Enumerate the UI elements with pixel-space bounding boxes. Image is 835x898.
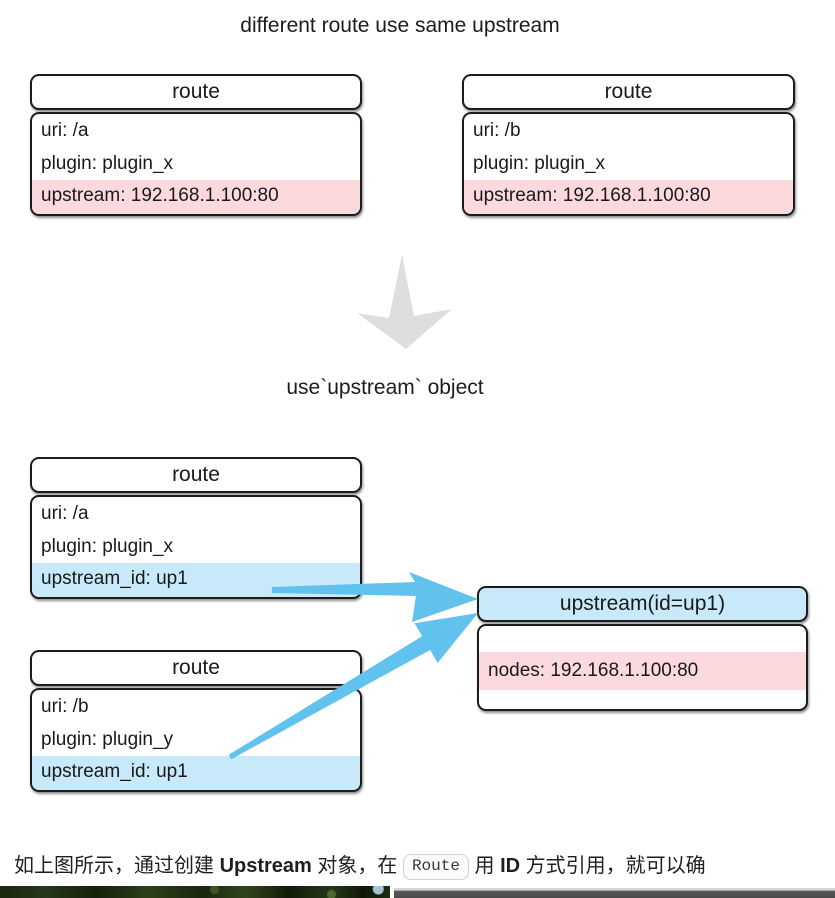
route-box-bottom-lower-title: route	[30, 650, 362, 686]
route-row-plugin: plugin: plugin_y	[41, 729, 174, 750]
route-row-uri: uri: /a	[41, 120, 89, 141]
route-box-top-left: route uri: /a plugin: plugin_x upstream:…	[30, 74, 362, 216]
route-box-top-left-body: uri: /a plugin: plugin_x upstream: 192.1…	[30, 112, 362, 216]
route-box-top-left-title: route	[30, 74, 362, 110]
upstream-box: upstream(id=up1) nodes: 192.168.1.100:80	[477, 586, 808, 711]
route-row-upstream-id: upstream_id: up1	[32, 756, 360, 790]
diagram-caption-middle: use`upstream` object	[286, 376, 484, 399]
route-box-bottom-upper-title: route	[30, 457, 362, 493]
route-box-top-right-title: route	[462, 74, 795, 110]
upstream-box-body: nodes: 192.168.1.100:80	[477, 624, 808, 711]
route-row-uri: uri: /a	[41, 503, 89, 524]
route-box-bottom-lower-body: uri: /b plugin: plugin_y upstream_id: up…	[30, 688, 362, 792]
paragraph-text: 如上图所示，通过创建	[14, 855, 220, 877]
paragraph-bold-upstream: Upstream	[219, 855, 312, 877]
route-box-bottom-upper: route uri: /a plugin: plugin_x upstream_…	[30, 457, 362, 599]
upstream-row-nodes: nodes: 192.168.1.100:80	[479, 652, 806, 690]
route-row-upstream: upstream: 192.168.1.100:80	[32, 180, 360, 214]
upstream-body-spacer	[479, 690, 806, 709]
diagram-caption-top: different route use same upstream	[240, 14, 560, 37]
paragraph-text: 方式引用，就可以确	[520, 855, 706, 877]
cropped-player-bar	[394, 888, 835, 898]
route-row-plugin: plugin: plugin_x	[473, 153, 606, 174]
paragraph-text: 对象，在	[311, 855, 403, 877]
route-row-plugin: plugin: plugin_x	[41, 536, 174, 557]
cropped-photo-strip	[0, 886, 390, 898]
upstream-box-title: upstream(id=up1)	[477, 586, 808, 622]
route-box-bottom-lower: route uri: /b plugin: plugin_y upstream_…	[30, 650, 362, 792]
inline-code-route: Route	[402, 854, 469, 880]
route-row-uri: uri: /b	[41, 696, 89, 717]
route-row-uri: uri: /b	[473, 120, 521, 141]
route-row-upstream-id: upstream_id: up1	[32, 563, 360, 597]
body-paragraph: 如上图所示，通过创建 Upstream 对象，在 Route 用 ID 方式引用…	[14, 849, 835, 880]
route-row-plugin: plugin: plugin_x	[41, 153, 174, 174]
route-row-upstream: upstream: 192.168.1.100:80	[464, 180, 793, 214]
upstream-body-spacer	[479, 626, 806, 652]
route-box-top-right-body: uri: /b plugin: plugin_x upstream: 192.1…	[462, 112, 795, 216]
route-box-top-right: route uri: /b plugin: plugin_x upstream:…	[462, 74, 795, 216]
paragraph-bold-id: ID	[500, 855, 521, 877]
paragraph-text: 用	[468, 855, 501, 877]
route-box-bottom-upper-body: uri: /a plugin: plugin_x upstream_id: up…	[30, 495, 362, 599]
down-arrow-icon	[357, 255, 452, 349]
